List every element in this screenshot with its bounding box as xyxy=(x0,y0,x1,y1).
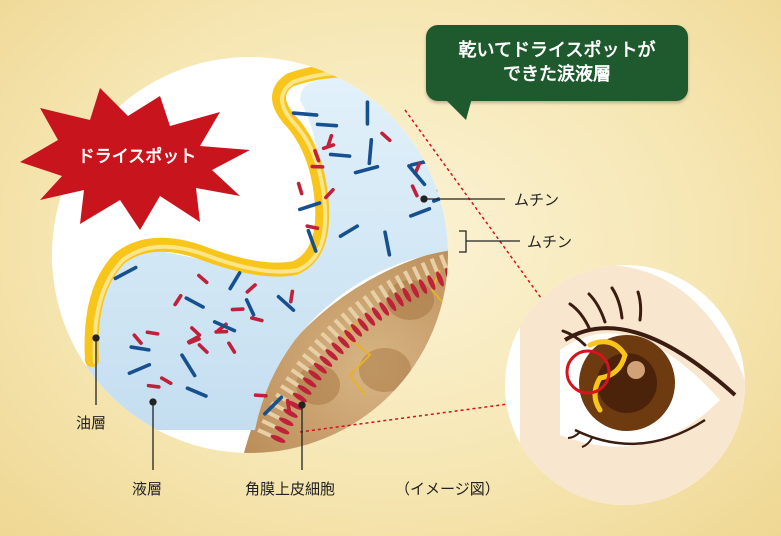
tear-protein-molecule xyxy=(449,165,457,179)
tear-protein-molecule xyxy=(214,330,228,334)
epithelium-microvillus xyxy=(450,251,455,264)
liquid-layer-label: 液層 xyxy=(132,478,162,499)
dry-spot-label: ドライスポット xyxy=(52,142,222,167)
oil-layer-label: 油層 xyxy=(76,412,106,433)
callout-line1: 乾いてドライスポットが xyxy=(426,39,688,63)
membrane-mucin-strand xyxy=(462,261,472,278)
eye-circle xyxy=(505,265,745,505)
soluble-mucin-molecule xyxy=(366,100,370,125)
image-note-label: （イメージ図） xyxy=(395,478,500,499)
membrane-mucin-strand xyxy=(453,264,463,281)
callout-box: 乾いてドライスポットが できた涙液層 xyxy=(426,25,688,101)
membrane-mucin-strand xyxy=(472,258,481,275)
tear-protein-molecule xyxy=(413,96,418,110)
soluble-mucin-molecule xyxy=(436,170,445,192)
mucin-label-bottom: ムチン xyxy=(527,231,572,252)
tear-protein-molecule xyxy=(231,307,245,311)
epithelium-microvillus xyxy=(460,248,464,261)
epithelium-microvillus xyxy=(470,245,474,258)
tear-protein-molecule xyxy=(389,101,393,115)
tear-protein-molecule xyxy=(447,192,461,198)
corneal-epithelium-label: 角膜上皮細胞 xyxy=(245,478,335,499)
callout-line2: できた涙液層 xyxy=(426,63,688,87)
tear-protein-molecule xyxy=(444,141,457,152)
tear-protein-molecule xyxy=(310,165,324,169)
mucin-label-top: ムチン xyxy=(514,189,559,210)
